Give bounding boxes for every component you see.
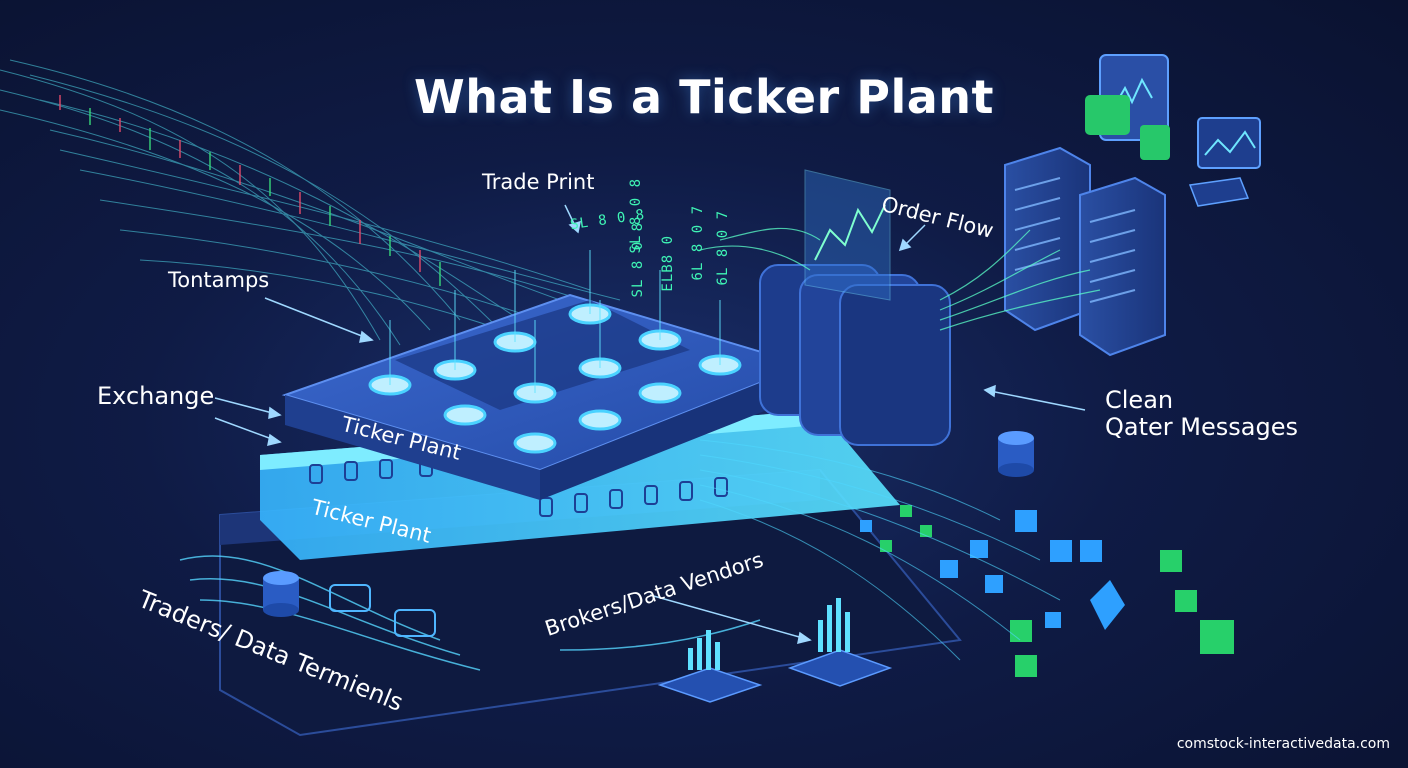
label-tontamps: Tontamps <box>168 268 270 292</box>
label-qater-messages: Qater Messages <box>1105 413 1298 441</box>
label-clean: Clean <box>1105 386 1174 414</box>
output-stream-lines <box>699 439 1061 661</box>
database-cylinder-left <box>263 571 299 617</box>
processing-modules <box>759 264 951 446</box>
trade-code: 6L 8 0 7 <box>690 205 706 281</box>
server-fiber-lines <box>699 227 1101 331</box>
vertical-light-beams <box>389 250 721 393</box>
order-flow-chart-panel <box>804 169 891 301</box>
trade-code: ELB8 0 <box>660 235 676 292</box>
candlestick-trail <box>59 95 441 286</box>
server-racks <box>1004 146 1166 357</box>
page-title: What Is a Ticker Plant <box>413 70 995 124</box>
port-slot <box>329 584 371 612</box>
bar-chart-pedestal-right <box>787 598 893 687</box>
port-slot <box>394 609 436 637</box>
monitor-screens <box>1085 54 1261 207</box>
bracket-connectors <box>309 457 728 517</box>
label-exchange: Exchange <box>97 382 215 410</box>
label-trade-print: Trade Print <box>482 170 595 194</box>
database-cylinder-right <box>998 431 1034 477</box>
feed-pods <box>368 303 742 454</box>
footer-source: comstock-interactivedata.com <box>1176 736 1390 752</box>
terminal-connector-lines <box>179 555 761 671</box>
output-data-cubes <box>860 505 1234 677</box>
bar-chart-pedestal-left <box>657 630 763 703</box>
trade-code: 6L 8 0 7 <box>715 210 731 286</box>
trade-code: SL 8 0 8 <box>630 222 646 298</box>
pointer-arrows <box>214 204 1086 645</box>
